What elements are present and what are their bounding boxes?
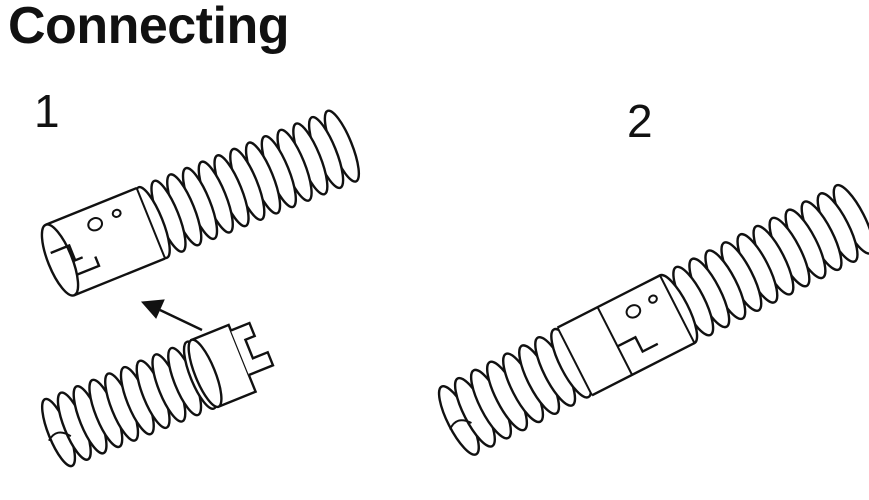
lower-cable-section	[40, 321, 275, 468]
key-tab	[230, 321, 275, 377]
fitting-hole	[87, 217, 104, 232]
cable-end-spiral	[449, 419, 472, 430]
page-title: Connecting	[8, 0, 289, 55]
coupling-hole	[625, 304, 642, 319]
fitting-hole	[111, 208, 122, 218]
cable-end-spiral	[48, 431, 72, 442]
joined-cable	[437, 183, 869, 456]
fitting-end	[40, 223, 80, 297]
step-2-illustration	[437, 183, 869, 456]
coupling-slot	[617, 335, 659, 354]
fitting-slot	[50, 243, 84, 262]
coupling-hole	[648, 294, 658, 304]
fitting-edge	[73, 257, 166, 297]
upper-cable-section	[40, 109, 361, 297]
step-1-illustration	[40, 109, 361, 468]
key-fitting-collar	[187, 338, 223, 409]
coupling-seam	[596, 306, 633, 376]
fitting-collar	[135, 187, 167, 259]
step-2-number: 2	[627, 95, 653, 147]
fitting-notch	[76, 256, 101, 276]
coupling-edge	[591, 342, 696, 397]
coupling-seam	[556, 327, 593, 396]
fitting-edge	[45, 186, 138, 226]
connect-arrow	[159, 308, 203, 332]
coupling-seam	[659, 274, 696, 344]
coupling-edge	[556, 274, 661, 329]
arrow-head-icon	[140, 299, 165, 319]
step-1-number: 1	[34, 85, 60, 137]
coupling-body	[557, 275, 695, 396]
